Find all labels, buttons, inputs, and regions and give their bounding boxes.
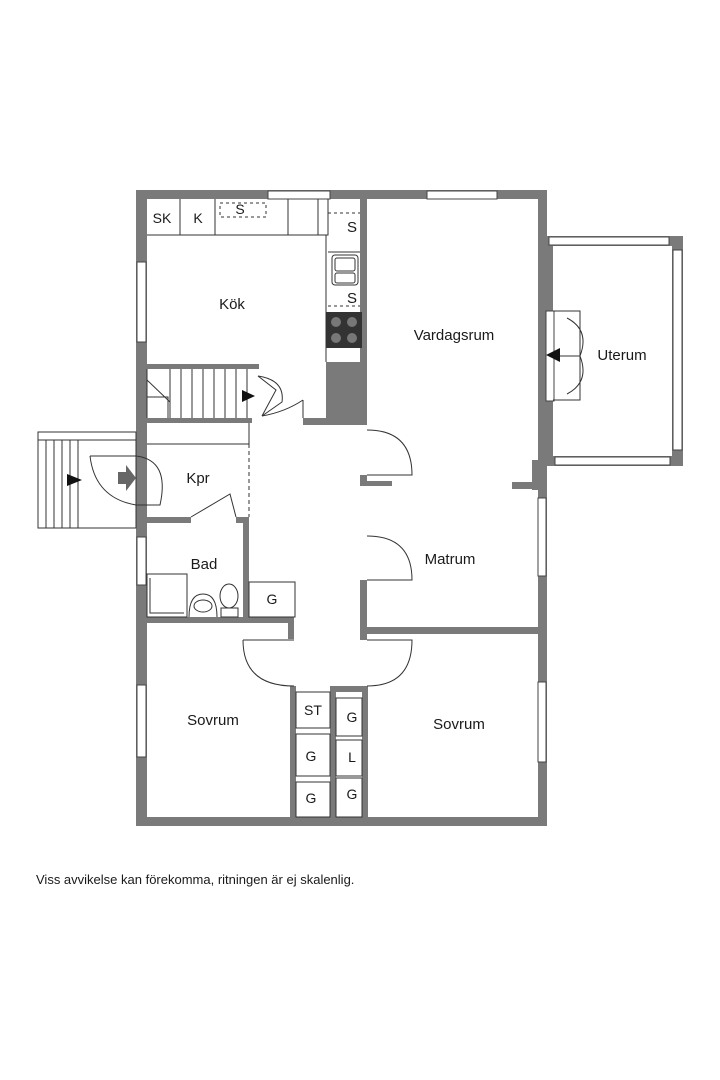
fixture-label-g-closet-left-1: G (306, 748, 317, 764)
room-label-vardagsrum: Vardagsrum (414, 327, 495, 344)
fixture-label-g-closet-right-1: G (347, 709, 358, 725)
room-label-matrum: Matrum (425, 551, 476, 568)
windows (136, 190, 683, 763)
fixture-label-g-closet-right-2: G (347, 786, 358, 802)
fixture-label-k: K (193, 210, 203, 226)
interior-lines (37, 199, 584, 818)
fixture-label-g-closet-left-2: G (306, 790, 317, 806)
fixture-label-s-right-lower: S (347, 290, 357, 307)
stove (326, 312, 362, 348)
walls (136, 190, 683, 826)
room-label-kok: Kök (219, 296, 245, 313)
room-label-sovrum-left: Sovrum (187, 712, 239, 729)
fixture-label-sk: SK (153, 210, 172, 226)
fixture-label-s-top: S (235, 201, 244, 217)
fixture-label-s-right-upper: S (347, 219, 357, 236)
fixture-label-g-hall: G (267, 591, 278, 607)
room-label-sovrum-right: Sovrum (433, 716, 485, 733)
arrows (67, 348, 560, 491)
fixture-label-l-closet-right: L (348, 749, 356, 765)
fixture-label-st: ST (304, 702, 322, 718)
room-label-bad: Bad (191, 556, 218, 573)
room-label-kpr: Kpr (186, 470, 209, 487)
room-label-uterum: Uterum (597, 347, 646, 364)
disclaimer-text: Viss avvikelse kan förekomma, ritningen … (36, 872, 355, 887)
